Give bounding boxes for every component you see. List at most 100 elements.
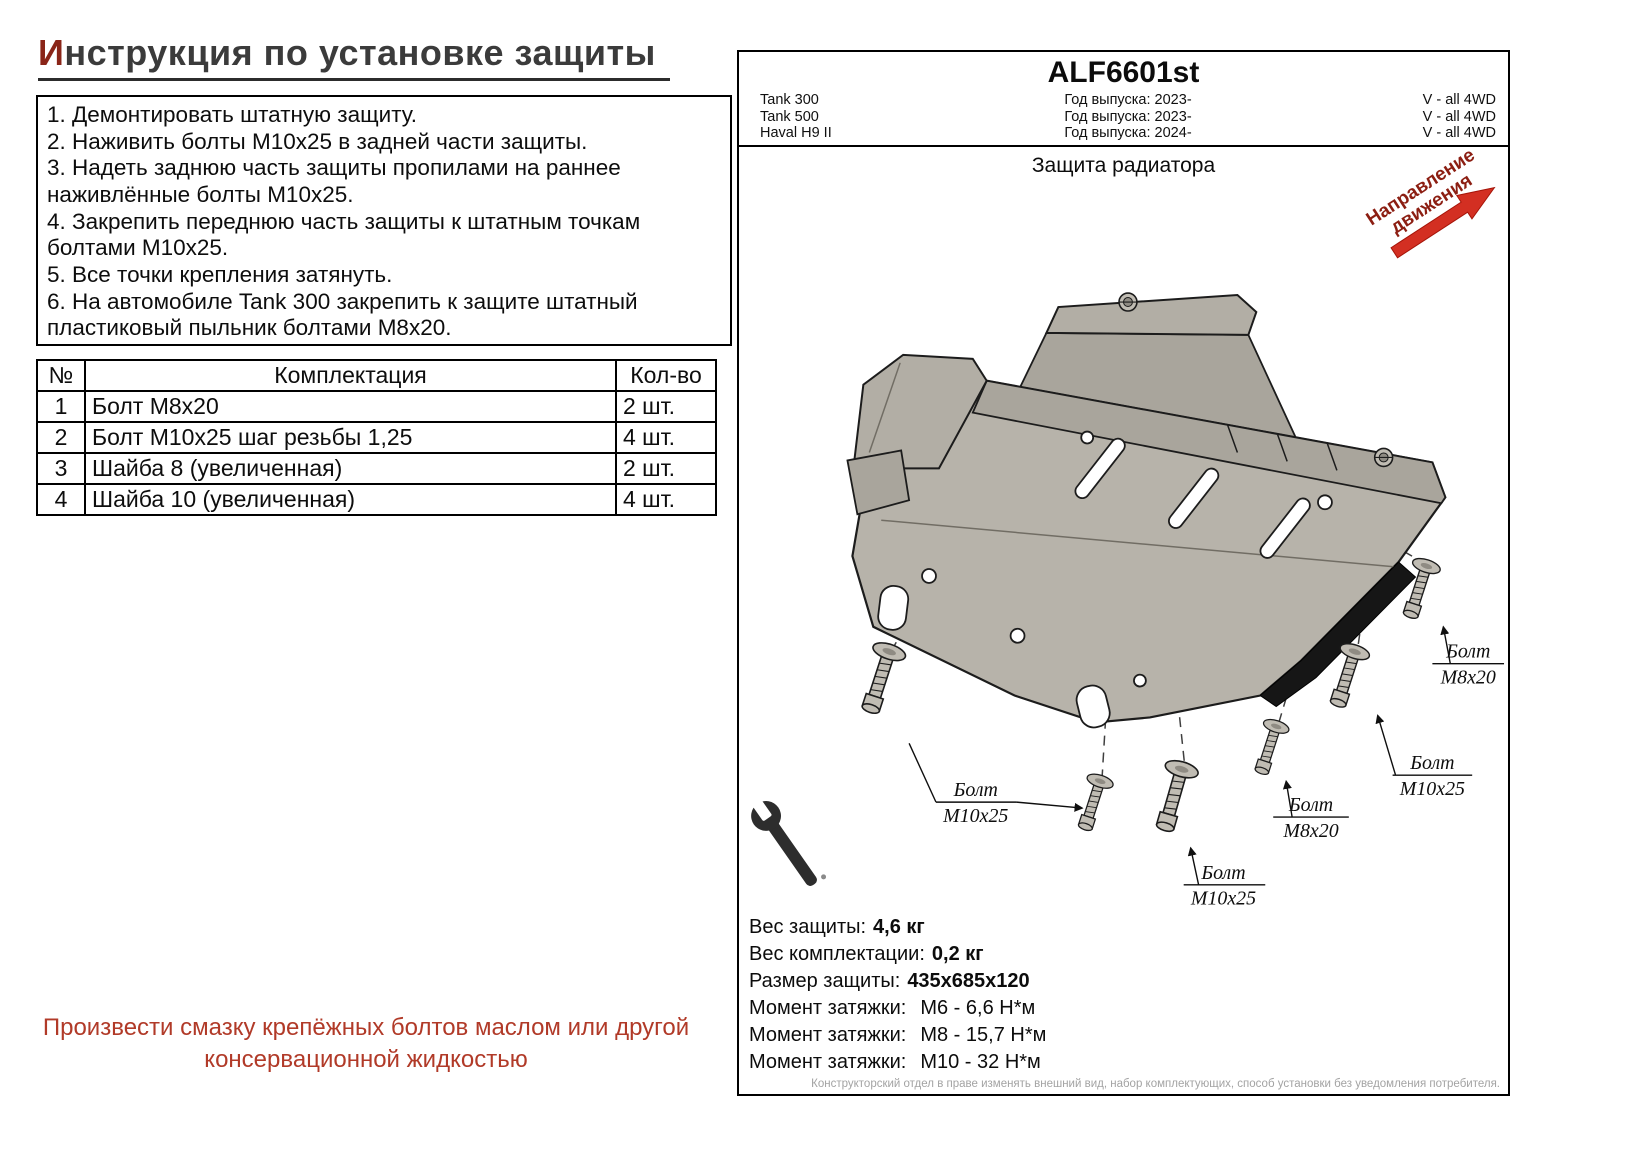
- table-row: 4 Шайба 10 (увеличенная) 4 шт.: [36, 483, 717, 516]
- bolt-label: Болт М8х20: [1273, 779, 1349, 842]
- spec-value: М6 - 6,6 Н*м: [920, 997, 1036, 1019]
- plate-slot: [1168, 467, 1220, 529]
- bolt-labels: Болт М10х25 Болт М10х25 Болт М8х20: [908, 625, 1505, 910]
- vehicle-list: Tank 300 Год выпуска: 2023- V - all 4WD …: [739, 92, 1508, 142]
- spec-label: Момент затяжки:: [749, 1051, 907, 1073]
- bolt-icon: [1070, 770, 1116, 835]
- technical-drawing: Направлениедвижения: [748, 145, 1505, 910]
- bolt-icon: [852, 638, 909, 719]
- bolt-icon: [1247, 716, 1292, 779]
- bolt-label: Болт М10х25: [1375, 714, 1473, 800]
- spec-value: 4,6 кг: [873, 916, 925, 938]
- spec-row: Вес защиты:4,6 кг: [749, 914, 1046, 941]
- page-title: Инструкция по установке защиты: [38, 32, 670, 81]
- part-num: 2: [36, 421, 86, 454]
- spec-value: М8 - 15,7 Н*м: [920, 1024, 1047, 1046]
- part-qty: 2 шт.: [615, 390, 717, 423]
- vehicle-config: V - all 4WD: [1422, 125, 1496, 141]
- svg-text:Болт: Болт: [1288, 794, 1333, 816]
- header-divider: [739, 145, 1508, 147]
- part-qty: 2 шт.: [615, 452, 717, 485]
- vehicle-model: Tank 500: [760, 108, 819, 125]
- part-num: 3: [36, 452, 86, 485]
- plate-left-flap: [846, 449, 911, 516]
- svg-text:М8х20: М8х20: [1440, 667, 1496, 689]
- spec-row: Размер защиты: 435х685х120: [749, 968, 1046, 995]
- plate-hole: [1009, 627, 1026, 644]
- parts-table: № Комплектация Кол-во 1 Болт М8х20 2 шт.…: [36, 359, 717, 516]
- step-item: 4. Закрепить переднюю часть защиты к шта…: [47, 208, 641, 261]
- table-header-row: № Комплектация Кол-во: [36, 359, 717, 392]
- spec-value: 0,2 кг: [931, 943, 984, 965]
- spec-label: Вес комплектации:: [749, 943, 925, 965]
- col-header-qty: Кол-во: [615, 359, 717, 392]
- vehicle-model: Haval H9 II: [760, 125, 832, 141]
- spec-value: М10 - 32 Н*м: [920, 1051, 1041, 1073]
- title-first-letter: И: [38, 32, 65, 73]
- wrench-icon: [748, 793, 817, 886]
- part-name: Шайба 8 (увеличенная): [84, 452, 617, 485]
- drawing-title: Защита радиатора: [1031, 154, 1216, 177]
- specs-block: Вес защиты:4,6 кг Вес комплектации: 0,2 к…: [749, 914, 1046, 1076]
- table-row: 3 Шайба 8 (увеличенная) 2 шт.: [36, 452, 717, 485]
- plate-top-band: [971, 379, 1447, 505]
- table-row: 1 Болт М8х20 2 шт.: [36, 390, 717, 423]
- installation-steps: 1. Демонтировать штатную защиту. 2. Нажи…: [36, 95, 732, 346]
- bolt-icon: [1147, 756, 1201, 836]
- plate-hole: [1080, 430, 1095, 445]
- plate-hole: [1317, 494, 1333, 511]
- vehicle-row: Tank 300 Год выпуска: 2023- V - all 4WD: [739, 92, 1508, 109]
- plate-slot: [1259, 497, 1311, 559]
- table-row: 2 Болт М10х25 шаг резьбы 1,25 4 шт.: [36, 421, 717, 454]
- col-header-num: №: [36, 359, 86, 392]
- bolt-label: Болт М10х25: [908, 743, 1084, 827]
- red-arrow-icon: [1390, 186, 1496, 259]
- svg-text:Болт: Болт: [1409, 752, 1454, 774]
- spec-label: Момент затяжки:: [749, 1024, 907, 1046]
- screw-icon: [1118, 292, 1138, 312]
- step-item: 3. Надеть заднюю часть защиты пропилами …: [47, 155, 621, 207]
- plate-notch: [877, 584, 910, 631]
- title-rest: нструкция по установке защиты: [64, 32, 656, 73]
- plate-top-flange: [1044, 294, 1258, 336]
- col-header-name: Комплектация: [84, 359, 617, 392]
- plate-hole: [921, 568, 937, 584]
- spec-row: Момент затяжки: М6 - 6,6 Н*м: [749, 995, 1046, 1022]
- spec-label: Момент затяжки:: [749, 997, 907, 1019]
- vehicle-year: Год выпуска: 2023-: [1064, 108, 1192, 125]
- part-num: 4: [36, 483, 86, 516]
- step-item: 6. На автомобиле Tank 300 закрепить к за…: [47, 288, 638, 341]
- spec-panel: Направлениедвижения: [737, 50, 1510, 1096]
- spec-row: Момент затяжки: М10 - 32 Н*м: [749, 1049, 1046, 1076]
- part-name: Шайба 10 (увеличенная): [84, 483, 617, 516]
- spec-row: Вес комплектации: 0,2 кг: [749, 941, 1046, 968]
- part-name: Болт М10х25 шаг резьбы 1,25: [84, 421, 617, 454]
- svg-text:Болт: Болт: [953, 779, 998, 801]
- vehicle-config: V - all 4WD: [1422, 92, 1496, 108]
- vehicle-config: V - all 4WD: [1422, 108, 1496, 125]
- step-item: 2. Наживить болты М10х25 в задней части …: [47, 128, 588, 154]
- part-qty: 4 шт.: [615, 421, 717, 454]
- vehicle-row: Haval H9 II Год выпуска: 2024- V - all 4…: [739, 125, 1508, 142]
- product-code: ALF6601st: [1047, 56, 1200, 89]
- step-item: 1. Демонтировать штатную защиту.: [47, 102, 418, 127]
- svg-text:Болт: Болт: [1200, 862, 1245, 884]
- plate-hole: [1133, 673, 1147, 688]
- spec-label: Размер защиты:: [749, 970, 901, 992]
- plate-slot: [1074, 437, 1126, 500]
- step-item: 5. Все точки крепления затянуть.: [47, 261, 393, 287]
- bolt-label: Болт М8х20: [1432, 625, 1505, 689]
- vehicle-year: Год выпуска: 2024-: [1064, 125, 1192, 141]
- screw-icon: [1373, 447, 1394, 468]
- plate-notch: [1075, 684, 1111, 729]
- svg-text:Болт: Болт: [1445, 641, 1490, 663]
- vehicle-row: Tank 500 Год выпуска: 2023- V - all 4WD: [739, 109, 1508, 126]
- part-num: 1: [36, 390, 86, 423]
- spec-row: Момент затяжки: М8 - 15,7 Н*м: [749, 1022, 1046, 1049]
- svg-text:М10х25: М10х25: [1399, 778, 1465, 800]
- bolt-label: Болт М10х25: [1183, 846, 1266, 910]
- spec-value: 435х685х120: [907, 970, 1030, 992]
- vehicle-model: Tank 300: [760, 92, 819, 108]
- part-name: Болт М8х20: [84, 390, 617, 423]
